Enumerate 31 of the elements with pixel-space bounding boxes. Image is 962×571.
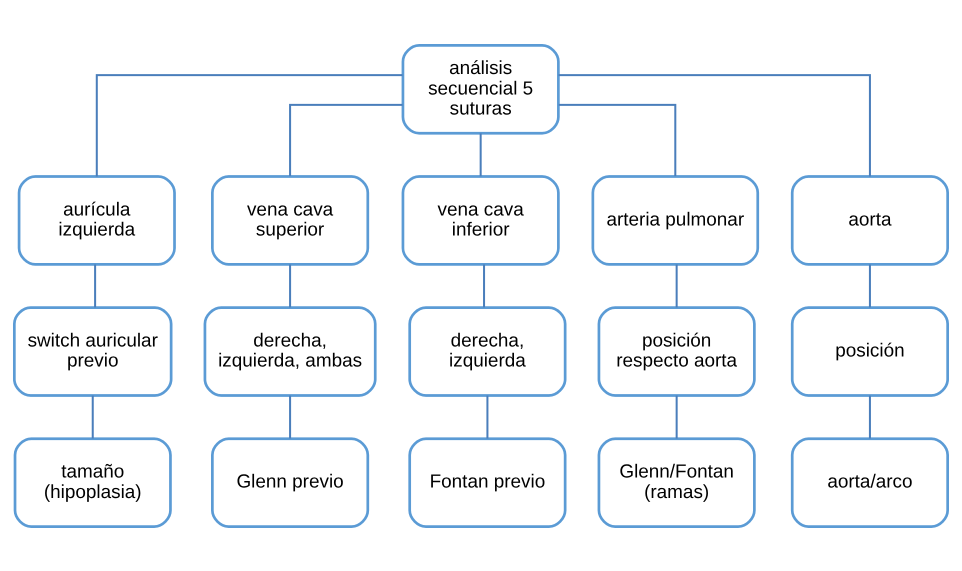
connector	[868, 395, 871, 438]
node-box: vena cava superior	[211, 174, 370, 266]
connector	[558, 103, 676, 176]
node-box: Fontan previo	[408, 436, 566, 528]
node-box: Glenn previo	[211, 436, 370, 528]
node-box: tamaño (hipoplasia)	[14, 436, 172, 528]
connector	[94, 264, 96, 307]
connector	[96, 74, 403, 176]
node-box: posición respecto aorta	[598, 306, 756, 396]
node-box: vena cava inferior	[402, 174, 560, 266]
connector	[289, 395, 292, 438]
node-box: derecha, izquierda, ambas	[204, 306, 377, 396]
node-box: análisis secuencial 5 suturas	[402, 44, 560, 134]
node-box: aorta	[790, 174, 949, 266]
connector	[92, 395, 94, 438]
connector	[483, 264, 486, 307]
node-box: aurícula izquierda	[18, 174, 176, 266]
connector	[486, 395, 488, 438]
connector	[289, 264, 292, 307]
connector	[480, 132, 482, 176]
connector	[676, 395, 678, 438]
node-box: derecha, izquierda	[408, 306, 566, 396]
connector	[676, 264, 678, 307]
connector	[289, 103, 403, 176]
node-box: switch auricular previo	[13, 306, 172, 396]
node-box: posición	[790, 306, 949, 396]
connector	[868, 264, 871, 307]
connector	[558, 74, 871, 176]
node-box: aorta/arco	[790, 436, 949, 528]
node-box: Glenn/Fontan (ramas)	[598, 436, 756, 528]
node-box: arteria pulmonar	[592, 174, 760, 266]
